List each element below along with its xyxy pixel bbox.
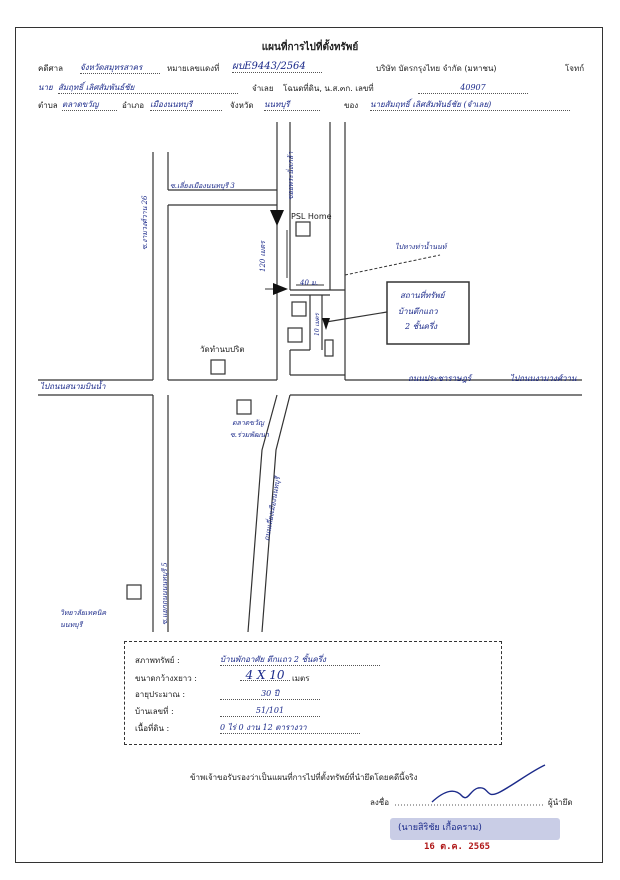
legend-house-value: 51/101 bbox=[220, 706, 320, 717]
building-school bbox=[126, 584, 142, 600]
defendant-value: สัมฤทธิ์ เลิศสัมพันธ์ชัย bbox=[58, 83, 238, 94]
legend-area-value: 0 ไร่ 0 งาน 12 ตารางวา bbox=[220, 723, 360, 734]
legend-type-label: สภาพทรัพย์ : bbox=[135, 656, 180, 665]
property-legend-box bbox=[124, 641, 502, 745]
district-value: เมืองนนทบุรี bbox=[150, 100, 222, 111]
red-case-value: ผบE9443/2564 bbox=[232, 62, 322, 73]
district-label: อำเภอ bbox=[122, 101, 145, 110]
building-temple bbox=[210, 359, 226, 375]
court-label: คดีศาล bbox=[38, 64, 64, 73]
subdistrict-value: ตลาดขวัญ bbox=[62, 100, 117, 111]
legend-house-label: บ้านเลขที่ : bbox=[135, 707, 174, 716]
arrow-property-icon bbox=[322, 318, 330, 330]
owner-value: นายสัมฤทธิ์ เลิศสัมพันธ์ชัย (จำเลย) bbox=[370, 100, 570, 111]
to-left-label: ไปถนนสนามบินน้ำ bbox=[40, 382, 106, 391]
subdistrict-label: ตำบล bbox=[38, 101, 58, 110]
owner-label: ของ bbox=[344, 101, 359, 110]
legend-size-label: ขนาดกว้างxยาว : bbox=[135, 674, 198, 683]
landmark-temple-label: วัดทำนบปริต bbox=[200, 345, 245, 354]
landmark-school-2: นนทบุรี bbox=[60, 621, 83, 629]
sign-role: ผู้นำยึด bbox=[548, 798, 573, 807]
to-pak-label: ไปทางท่าน้ำนนท์ bbox=[395, 243, 447, 251]
arrow-down-icon bbox=[270, 210, 284, 226]
building-market bbox=[236, 399, 252, 415]
bypass-edge-1 bbox=[247, 394, 278, 633]
landmark-psl-label: PSL Home bbox=[291, 212, 332, 221]
name-stamp-background bbox=[390, 818, 560, 840]
landmark-market-1: ตลาดขวัญ bbox=[232, 419, 264, 427]
province-label: จังหวัด bbox=[230, 101, 254, 110]
landmark-market-2: ซ.ร่วมพัฒนา bbox=[230, 431, 269, 439]
plaintiff-name: บริษัท บัตรกรุงไทย จำกัด (มหาชน) bbox=[376, 64, 497, 73]
legend-age-label: อายุประมาณ : bbox=[135, 690, 186, 699]
distance-40m-label: 40 ม. bbox=[300, 279, 318, 287]
sign-label: ลงชื่อ bbox=[370, 798, 390, 807]
red-case-label: หมายเลขแดงที่ bbox=[167, 64, 220, 73]
plaintiff-suffix: โจทก์ bbox=[565, 64, 585, 73]
deed-label: โฉนดที่ดิน, น.ส.๓ก. เลขที่ bbox=[283, 84, 374, 93]
arrow-right-icon bbox=[273, 283, 288, 295]
defendant-label: จำเลย bbox=[252, 84, 274, 93]
landmark-school-1: วิทยาลัยเทคนิค bbox=[60, 609, 107, 617]
court-value: จังหวัดสมุทรสาคร bbox=[80, 63, 160, 74]
document-frame bbox=[15, 27, 603, 863]
property-box-line-2: บ้านตึกแถว bbox=[398, 307, 438, 316]
province-value: นนทบุรี bbox=[264, 100, 320, 111]
legend-age-value: 30 ปี bbox=[220, 689, 320, 700]
date-stamp: 16 ต.ค. 2565 bbox=[424, 842, 491, 852]
certify-text: ข้าพเจ้าขอรับรองว่าเป็นแผนที่การไปที่ตั้… bbox=[190, 773, 418, 782]
document-title: แผนที่การไปที่ตั้งทรัพย์ bbox=[261, 42, 359, 53]
signer-name: (นายสิริชัย เกื้อคราม) bbox=[398, 823, 482, 833]
legend-size-value: 4 X 10 bbox=[240, 669, 290, 681]
legend-area-label: เนื้อที่ดิน : bbox=[135, 724, 170, 733]
building-psl bbox=[295, 221, 311, 237]
road-top-label: ซ.เลี่ยงเมืองนนทบุรี 3 bbox=[170, 182, 235, 190]
to-right-label: ไปถนนงามวงศ์วาน bbox=[510, 374, 577, 383]
property-box-line-3: 2 ชั้นครึ่ง bbox=[405, 322, 438, 331]
legend-size-unit: เมตร bbox=[292, 674, 310, 683]
defendant-prefix: นาย bbox=[38, 83, 53, 92]
building-property bbox=[291, 301, 307, 317]
main-road-label: ถนนประชาราษฎร์ bbox=[408, 374, 472, 383]
deed-value: 40907 bbox=[418, 83, 528, 94]
legend-type-value: บ้านพักอาศัย ตึกแถว 2 ชั้นครึ่ง bbox=[220, 655, 380, 666]
property-box-line-1: สถานที่ทรัพย์ bbox=[400, 291, 445, 300]
bypass-edge-2 bbox=[261, 394, 291, 633]
